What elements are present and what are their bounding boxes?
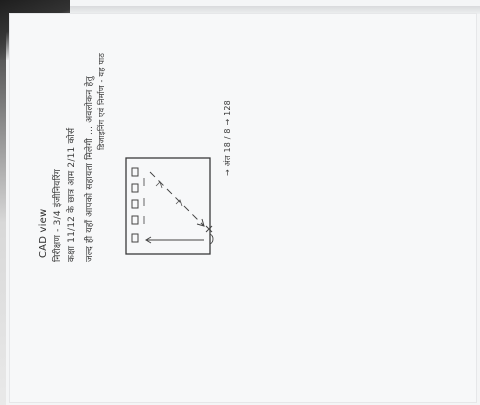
sketch-box — [125, 157, 211, 255]
sketch-square-3 — [131, 199, 139, 209]
sketch-tick-2 — [175, 199, 183, 207]
sketch-diagonal-arrow — [149, 171, 205, 227]
sketch-corner-curve — [209, 233, 214, 245]
sketch-square-1 — [131, 167, 139, 177]
paper-sheet — [10, 14, 476, 402]
sketch-corner-mark — [205, 225, 213, 233]
sketch-square-5 — [131, 233, 139, 243]
paper-stack-edge — [30, 6, 480, 14]
sketch-arrowhead-diagonal — [196, 218, 205, 227]
table-edge — [0, 0, 6, 405]
sketch-square-4 — [131, 215, 139, 225]
sketch-tick-1 — [155, 181, 163, 189]
sketch-arrowhead-bottom — [145, 236, 152, 244]
sketch-square-2 — [131, 183, 139, 193]
